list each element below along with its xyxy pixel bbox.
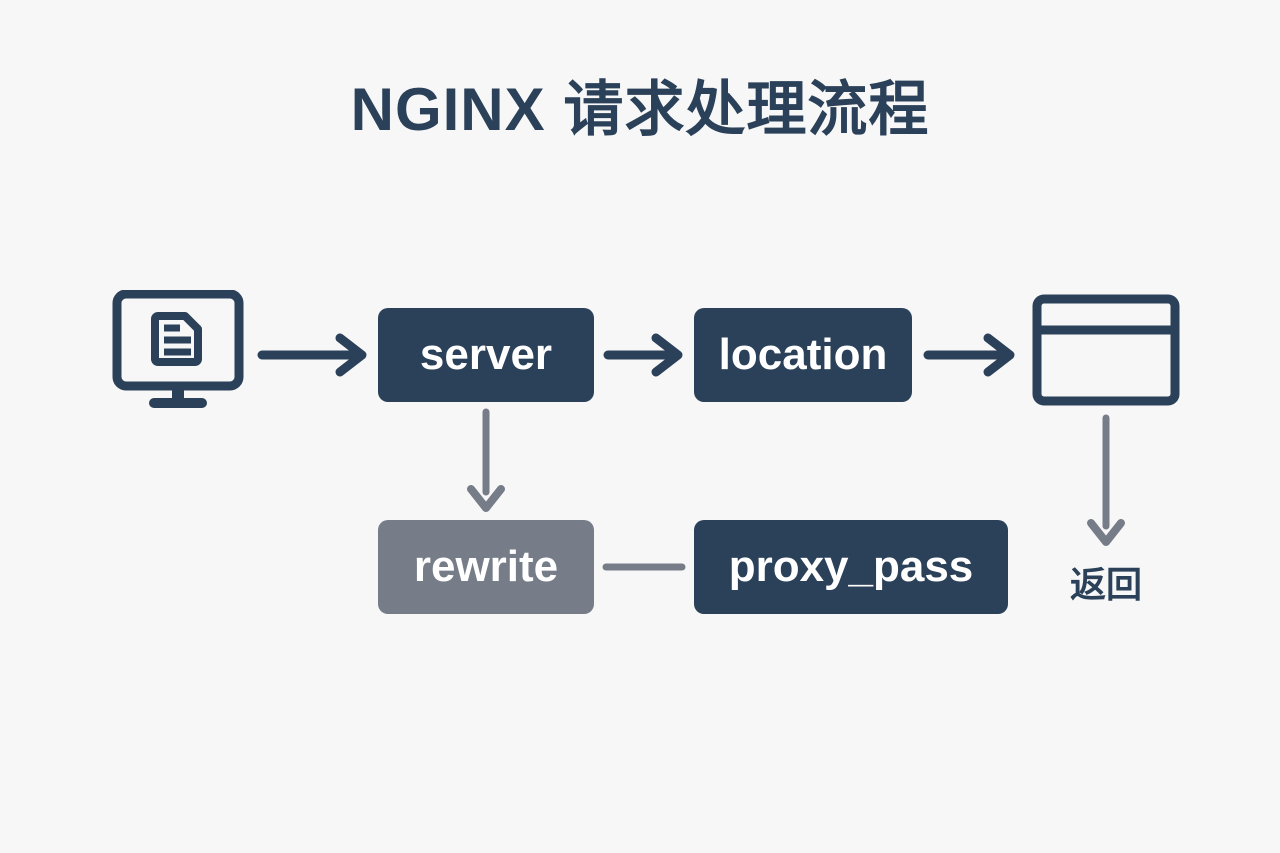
edge-browser-to-return: [1087, 414, 1125, 546]
node-proxy-pass-label: proxy_pass: [728, 542, 974, 591]
node-rewrite[interactable]: rewrite: [378, 520, 594, 614]
browser-window-icon: [1032, 294, 1180, 406]
node-location-label: location: [718, 330, 888, 379]
node-proxy-pass[interactable]: proxy_pass: [694, 520, 1008, 614]
node-server[interactable]: server: [378, 308, 594, 402]
edge-client-to-server: [257, 333, 367, 377]
monitor-document-icon: [112, 289, 244, 412]
node-rewrite-label: rewrite: [413, 542, 559, 591]
edge-server-to-location: [603, 333, 683, 377]
return-label: 返回: [1069, 564, 1142, 605]
node-location[interactable]: location: [694, 308, 912, 402]
node-server-label: server: [419, 330, 553, 379]
edge-server-to-rewrite: [467, 408, 505, 512]
edge-location-to-browser: [923, 333, 1015, 377]
page-title: NGINX 请求处理流程: [350, 76, 930, 143]
